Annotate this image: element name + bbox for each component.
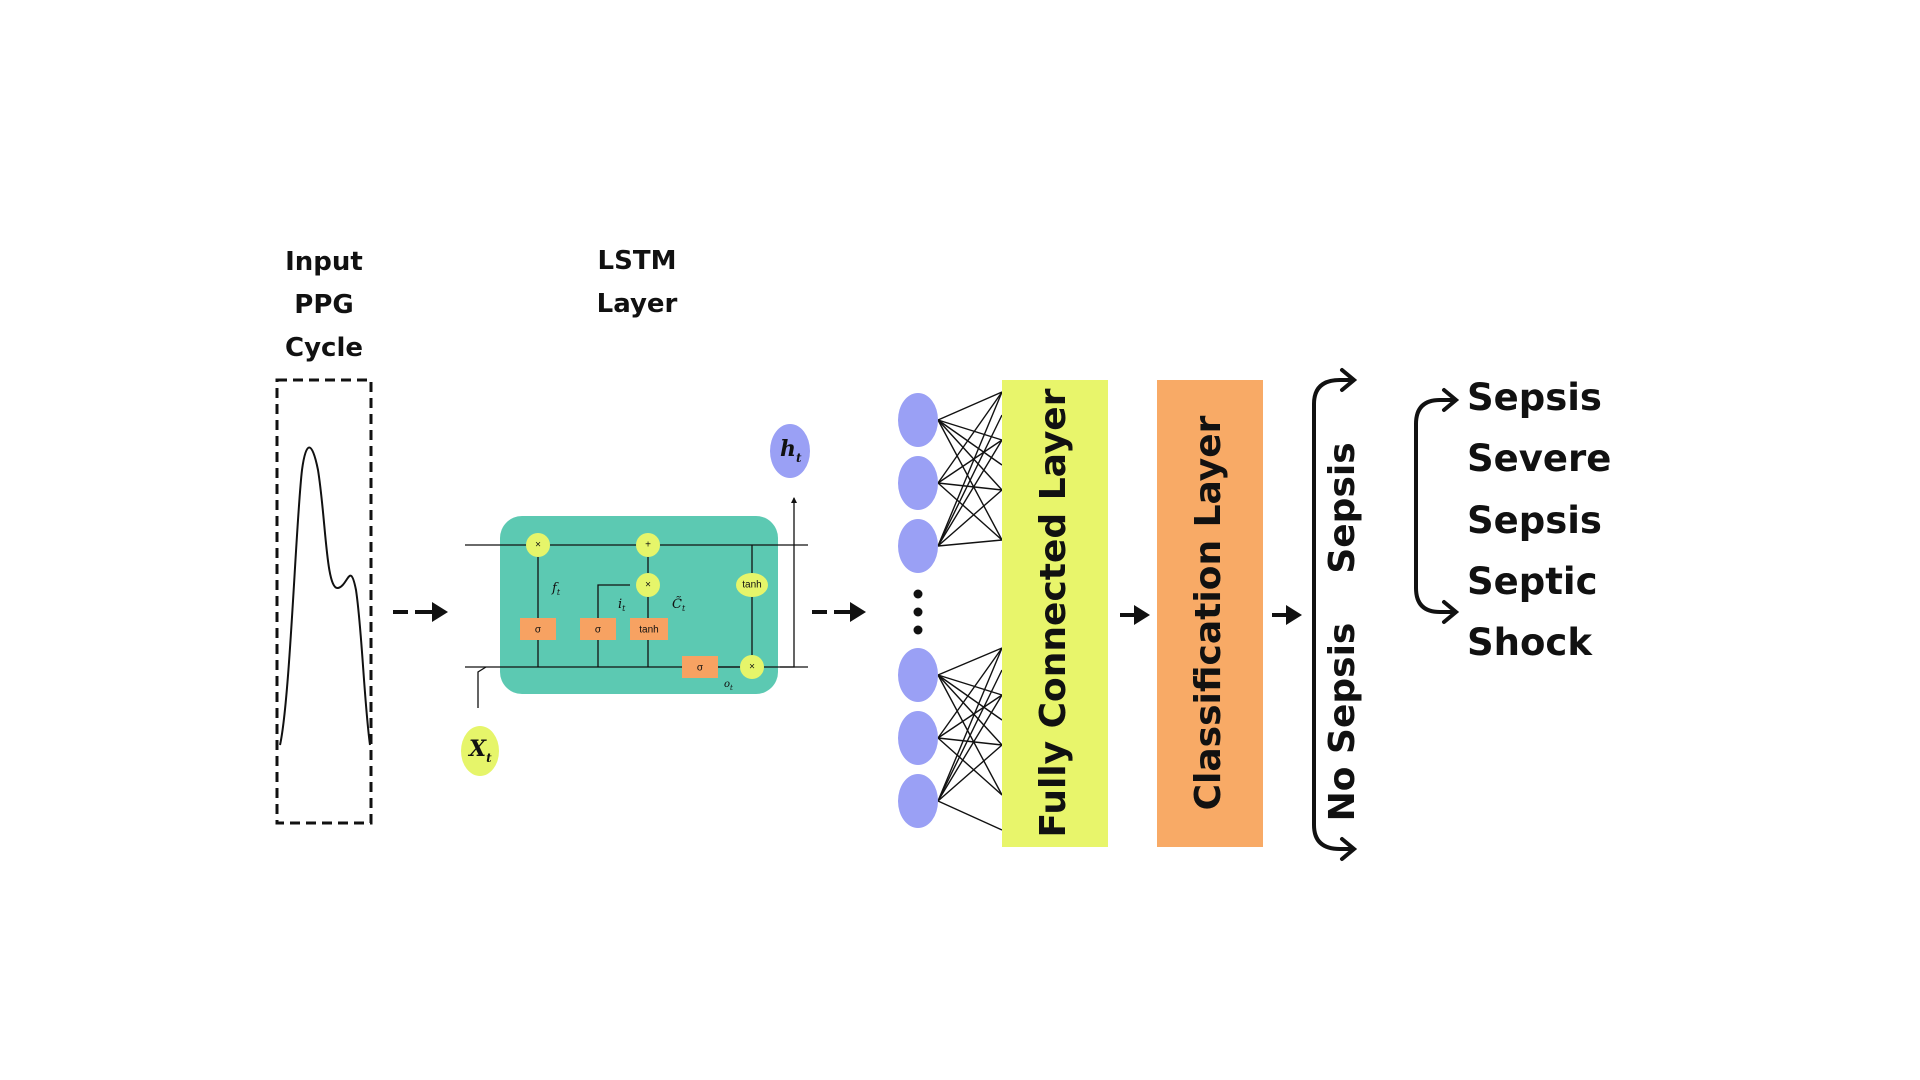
input-symbol: it	[618, 597, 626, 613]
ppg-waveform	[279, 446, 371, 746]
output-no-sepsis-label: No Sepsis	[1322, 623, 1363, 822]
svg-text:tanh: tanh	[742, 580, 761, 591]
svg-text:Severe: Severe	[1467, 437, 1611, 480]
hidden-state-node: ht	[770, 424, 810, 478]
lstm-label: LSTM Layer	[597, 246, 678, 319]
neuron	[898, 456, 938, 510]
input-multiply-op: ×	[636, 573, 660, 597]
output-multiply-op: ×	[740, 655, 764, 679]
svg-text:+: +	[645, 540, 651, 551]
candidate-gate-tanh: tanh	[630, 618, 668, 640]
forget-multiply-op: ×	[526, 533, 550, 557]
neuron-ellipsis	[913, 589, 923, 635]
arrow-lstm-to-neurons	[812, 602, 866, 622]
neuron-column	[898, 393, 938, 828]
output-sepsis-label: Sepsis	[1322, 442, 1363, 573]
output-gate-symbol: ot	[724, 679, 733, 692]
arrow-fc-to-classification	[1120, 605, 1150, 625]
forget-symbol: ft	[551, 581, 561, 597]
input-gate-sigma: σ	[580, 618, 616, 640]
neuron	[898, 774, 938, 828]
svg-text:Cycle: Cycle	[285, 333, 363, 363]
arrow-classification-to-output	[1272, 605, 1302, 625]
input-label: Input PPG Cycle	[285, 247, 363, 363]
svg-text:ht: ht	[780, 436, 802, 465]
svg-text:σ: σ	[595, 625, 602, 636]
lstm-cell-box	[500, 516, 778, 694]
fully-connected-layer: Fully Connected Layer	[1002, 380, 1108, 847]
input-ppg-box	[275, 378, 373, 825]
neuron	[898, 648, 938, 702]
cell-add-op: +	[636, 533, 660, 557]
arrow-input-to-lstm	[393, 602, 448, 622]
sepsis-class-bracket	[1414, 388, 1460, 624]
input-node: Xt	[461, 726, 499, 776]
svg-text:Fully Connected Layer: Fully Connected Layer	[1033, 388, 1074, 837]
neuron	[898, 393, 938, 447]
neuron	[898, 519, 938, 573]
svg-text:×: ×	[645, 580, 651, 591]
classification-layer: Classification Layer	[1157, 380, 1263, 847]
svg-text:Layer: Layer	[597, 289, 678, 319]
svg-text:×: ×	[749, 662, 755, 673]
svg-text:LSTM: LSTM	[598, 246, 677, 276]
svg-text:×: ×	[535, 540, 541, 551]
sepsis-classes-list: Sepsis Severe Sepsis Septic Shock	[1467, 376, 1611, 664]
svg-text:Septic: Septic	[1467, 560, 1598, 603]
svg-text:PPG: PPG	[294, 290, 353, 320]
svg-text:Sepsis: Sepsis	[1467, 499, 1602, 542]
svg-text:Classification Layer: Classification Layer	[1188, 415, 1229, 810]
cell-tanh-op: tanh	[736, 573, 768, 597]
neuron-connections	[937, 391, 1003, 831]
lstm-cell: σ σ tanh σ × + × tanh	[465, 497, 808, 708]
output-gate-sigma: σ	[682, 656, 718, 678]
svg-text:σ: σ	[697, 663, 704, 674]
neuron	[898, 711, 938, 765]
svg-text:Input: Input	[285, 247, 363, 277]
binary-output-bracket	[1312, 368, 1358, 861]
candidate-symbol: C̃t	[672, 596, 686, 613]
svg-text:Shock: Shock	[1467, 621, 1593, 664]
forget-gate-sigma: σ	[520, 618, 556, 640]
svg-text:Sepsis: Sepsis	[1467, 376, 1602, 419]
svg-text:σ: σ	[535, 625, 542, 636]
svg-text:Xt: Xt	[467, 736, 492, 765]
svg-text:tanh: tanh	[639, 625, 658, 636]
